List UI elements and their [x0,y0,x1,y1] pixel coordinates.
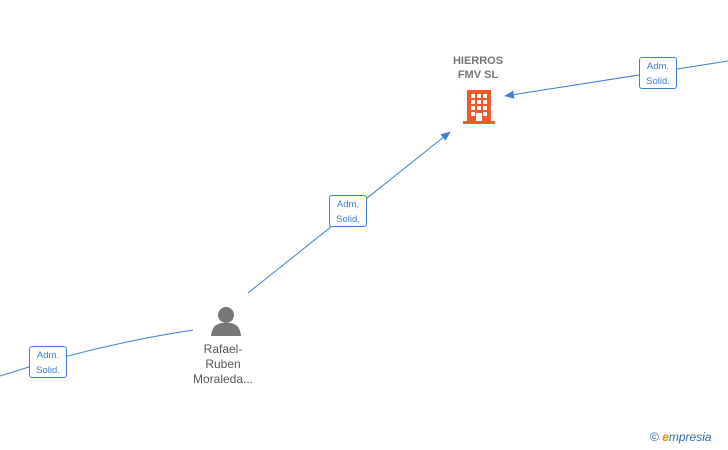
person-name[interactable]: Rafael- Ruben Moraleda... [192,342,254,386]
person-icon[interactable] [210,306,242,341]
relation-badge[interactable]: Adm. Solid. [329,195,367,227]
relation-badge[interactable]: Adm. Solid. [29,346,67,378]
building-icon[interactable] [463,90,495,129]
brand-logo: © empresia [650,430,712,444]
copyright-symbol: © [650,430,659,444]
brand-initial: e [662,430,669,444]
relation-badge[interactable]: Adm. Solid. [639,57,677,89]
link-external-person [0,329,194,377]
brand-name: mpresia [668,430,712,444]
link-external-company [504,60,728,99]
company-name[interactable]: HIERROS FMV SL [452,55,504,81]
